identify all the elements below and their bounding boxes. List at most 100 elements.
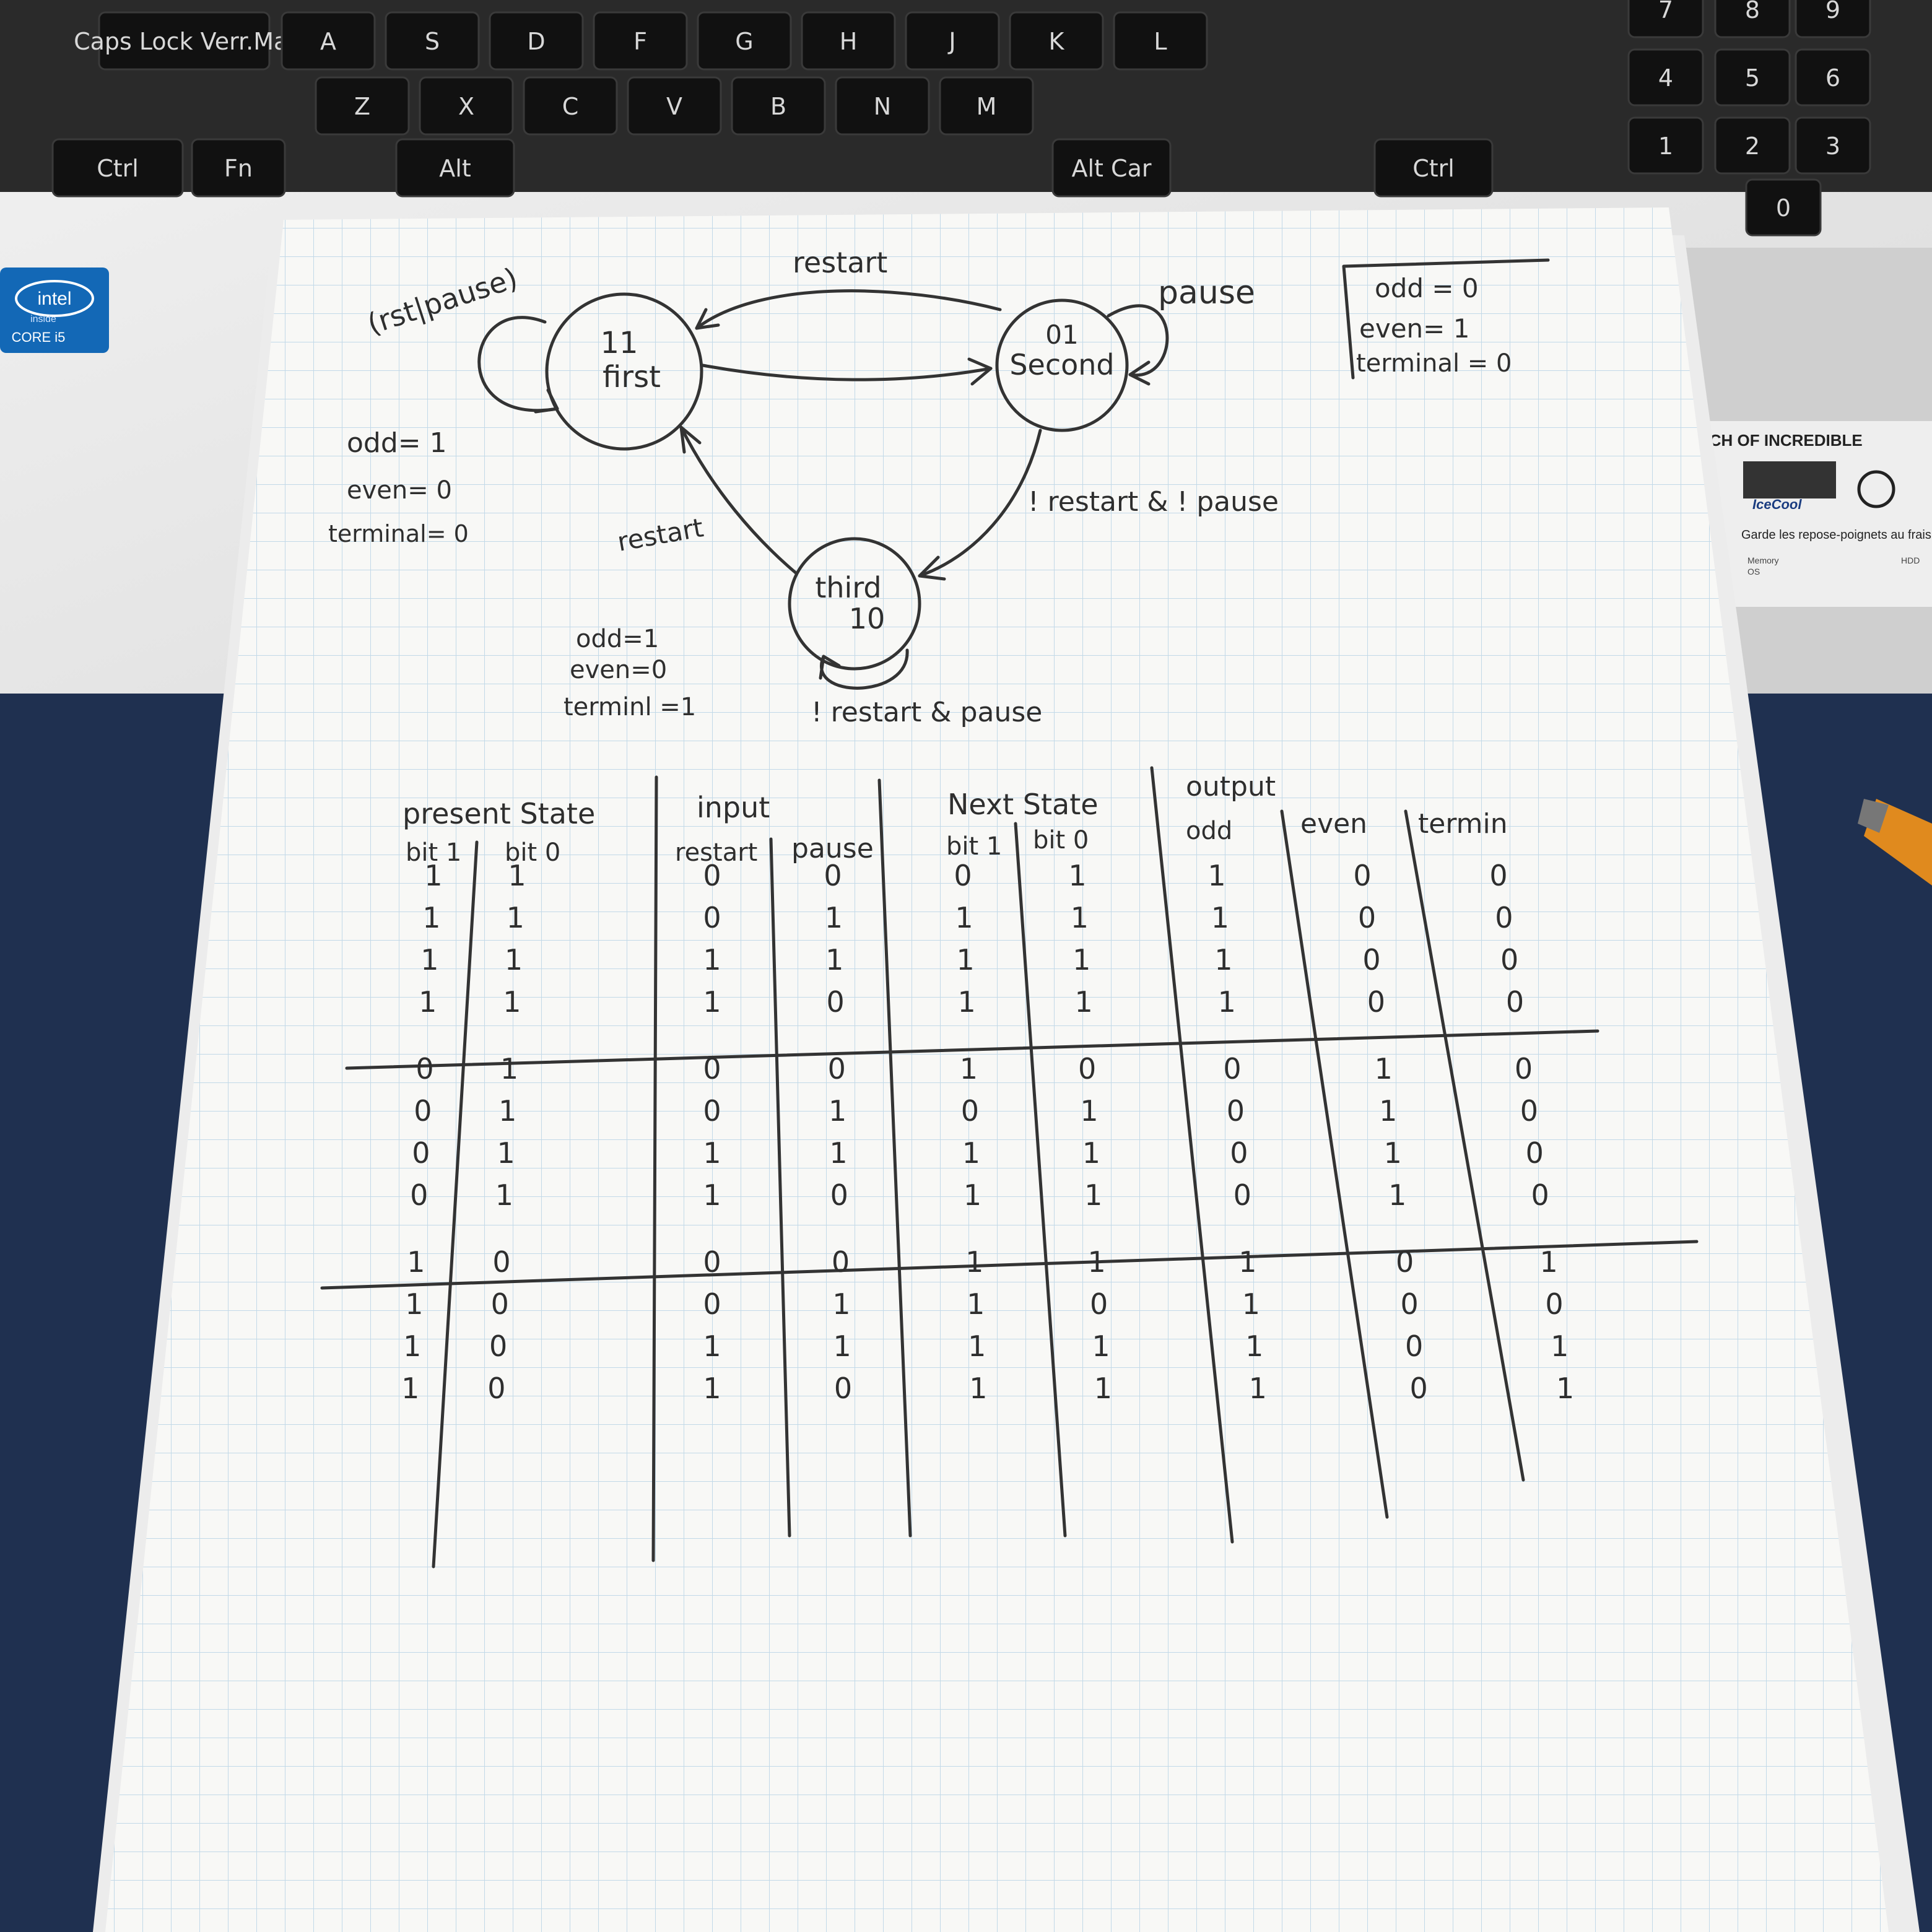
key-numpad-2-cap xyxy=(1714,116,1791,175)
key-j: J xyxy=(905,11,1000,71)
rule-1 xyxy=(432,840,479,1569)
key-numpad-9: 9 xyxy=(1795,0,1871,38)
second-output-odd: odd = 0 xyxy=(1375,273,1479,303)
key-a: A xyxy=(281,11,376,71)
key-v-cap xyxy=(627,76,722,136)
arrowhead xyxy=(679,425,702,454)
key-numpad-7: 7 xyxy=(1627,0,1704,38)
table-cell: 1 xyxy=(1092,1329,1110,1363)
table-cell: 0 xyxy=(416,1052,433,1086)
key-m: M xyxy=(939,76,1034,136)
table-cell: 1 xyxy=(1080,1094,1098,1128)
key-s: S xyxy=(385,11,480,71)
table-cell: 0 xyxy=(703,1052,721,1086)
table-cell: 1 xyxy=(969,1372,987,1405)
label-second-loop: pause xyxy=(1158,274,1255,311)
rule-2 xyxy=(651,775,658,1562)
state-second-name: Second xyxy=(1009,348,1114,381)
table-cell: 1 xyxy=(507,901,524,934)
icecool-sticker: RCH OF INCREDIBLE IceCool Garde les repo… xyxy=(1697,421,1932,607)
label-third-loop: ! restart & pause xyxy=(811,697,1042,728)
key-k-label: K xyxy=(1049,28,1065,55)
table-cell: 0 xyxy=(703,1094,721,1128)
key-ctrl-right-label: Ctrl xyxy=(1412,155,1455,182)
table-cell: 1 xyxy=(703,1372,721,1405)
key-l: L xyxy=(1113,11,1208,71)
table-cell: 1 xyxy=(832,1287,850,1321)
pen xyxy=(1858,799,1932,886)
key-numpad-3-cap xyxy=(1795,116,1871,175)
table-cell: 1 xyxy=(703,985,721,1019)
arrowhead xyxy=(534,388,559,414)
key-f: F xyxy=(593,11,688,71)
icecool-headline: RCH OF INCREDIBLE xyxy=(1698,431,1863,450)
arrowhead xyxy=(1128,360,1151,386)
table-cell: 1 xyxy=(1068,859,1086,892)
key-x: X xyxy=(419,76,514,136)
row-separator-2 xyxy=(320,1240,1699,1290)
table-cell: 0 xyxy=(703,1245,721,1279)
table-cell: 0 xyxy=(1526,1136,1544,1170)
icecool-slogan: Garde les repose-poignets au frais xyxy=(1741,528,1931,542)
table-cell: 1 xyxy=(1075,985,1093,1019)
table-cell: 0 xyxy=(412,1136,430,1170)
key-numpad-1-label: 1 xyxy=(1658,133,1673,160)
key-numpad-3: 3 xyxy=(1795,116,1871,175)
key-h-cap xyxy=(801,11,896,71)
table-cell: 0 xyxy=(1489,859,1507,892)
key-ctrl-right: Ctrl xyxy=(1373,138,1494,198)
table-cell: 1 xyxy=(703,1178,721,1212)
table-cell: 0 xyxy=(410,1178,428,1212)
intel-logo-ring xyxy=(15,280,94,317)
table-cell: 0 xyxy=(1234,1178,1251,1212)
table-cell: 1 xyxy=(1379,1094,1397,1128)
key-j-cap xyxy=(905,11,1000,71)
table-cell: 0 xyxy=(1227,1094,1245,1128)
arrowhead xyxy=(918,555,946,581)
table-cell: 0 xyxy=(1367,985,1385,1019)
key-d: D xyxy=(489,11,584,71)
key-altgr-label: Alt Car xyxy=(1072,155,1152,182)
table-cell: 1 xyxy=(424,859,442,892)
table-cell: 1 xyxy=(1214,943,1232,977)
table-cell: 0 xyxy=(1409,1372,1427,1405)
group-present-state: present State xyxy=(402,797,595,830)
key-z-cap xyxy=(315,76,410,136)
key-numpad-9-label: 9 xyxy=(1825,0,1840,24)
table-cell: 1 xyxy=(833,1329,851,1363)
key-n-cap xyxy=(835,76,930,136)
key-numpad-2: 2 xyxy=(1714,116,1791,175)
key-c-label: C xyxy=(562,93,579,120)
table-cell: 1 xyxy=(1071,901,1089,934)
arrow-first-to-second xyxy=(701,363,993,381)
table-cell: 0 xyxy=(1353,859,1371,892)
first-output-terminal: terminal= 0 xyxy=(328,520,469,547)
key-k: K xyxy=(1009,11,1104,71)
table-cell: 0 xyxy=(826,985,844,1019)
key-numpad-0: 0 xyxy=(1745,178,1822,237)
key-numpad-5-cap xyxy=(1714,48,1791,107)
key-v-label: V xyxy=(666,93,682,120)
key-ctrl-left-cap xyxy=(51,138,184,198)
key-g-cap xyxy=(697,11,792,71)
table-cell: 1 xyxy=(405,1287,423,1321)
icecool-brand: IceCool xyxy=(1752,497,1802,512)
col-header-next-bit1: bit 1 xyxy=(946,832,1002,861)
key-z: Z xyxy=(315,76,410,136)
state-third-circle xyxy=(788,537,921,671)
table-cell: 0 xyxy=(1396,1245,1414,1279)
third-output-even: even=0 xyxy=(570,656,667,684)
state-table: present State input Next State output bi… xyxy=(320,766,1699,1569)
thermometer-icon xyxy=(1857,470,1895,508)
second-output-even: even= 1 xyxy=(1359,313,1469,344)
key-numpad-8: 8 xyxy=(1714,0,1791,38)
key-alt: Alt xyxy=(395,138,515,198)
table-cell: 0 xyxy=(703,1287,721,1321)
table-cell: 1 xyxy=(967,1287,985,1321)
third-output-odd: odd=1 xyxy=(576,625,659,653)
group-next-state: Next State xyxy=(947,788,1099,821)
key-fn-cap xyxy=(191,138,286,198)
group-input: input xyxy=(697,791,770,824)
table-cell: 0 xyxy=(1520,1094,1538,1128)
second-output-bracket xyxy=(1342,258,1550,380)
